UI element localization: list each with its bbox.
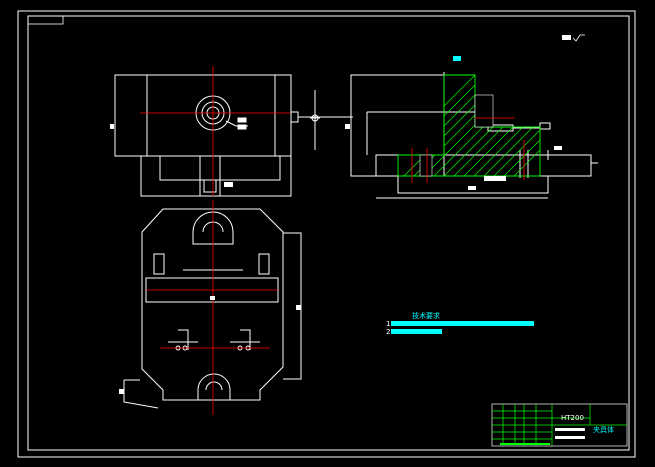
technical-requirements-title: 技术要求 <box>412 311 440 320</box>
top-view-center-tag <box>210 296 215 300</box>
requirement-number-2: 2. <box>386 328 393 336</box>
front-view-tag <box>224 182 233 187</box>
front-view-centerlines <box>140 66 290 196</box>
top-view-centerlines <box>146 200 278 415</box>
top-view-right-tag <box>296 305 301 310</box>
requirement-line-1 <box>391 321 534 326</box>
front-view <box>114 74 353 197</box>
top-left-label-box <box>27 15 64 25</box>
side-view <box>350 72 598 199</box>
side-view-tag-2 <box>468 186 476 190</box>
sheet-outer-border <box>17 10 636 458</box>
side-view-tag-3 <box>554 146 562 150</box>
requirement-line-2 <box>391 329 442 334</box>
front-view-left-tag <box>110 124 114 129</box>
title-block <box>491 403 628 447</box>
requirement-number-1: 1. <box>386 320 393 328</box>
top-view-tag <box>119 389 124 394</box>
side-view-hatch <box>397 74 541 177</box>
title-block-fill-3 <box>500 443 550 445</box>
cyan-marker-top <box>453 56 461 61</box>
side-view-tag <box>484 176 506 181</box>
title-block-drawing-name: 夹具体 <box>593 425 614 434</box>
top-view <box>123 208 302 409</box>
surface-roughness-icon <box>562 34 585 42</box>
sheet-inner-border <box>27 15 630 451</box>
side-view-left-tag <box>345 124 350 129</box>
title-block-material: HT200 <box>561 414 584 422</box>
title-block-fill-2 <box>555 436 585 439</box>
side-view-centerlines <box>411 117 525 183</box>
title-block-fill-1 <box>555 428 585 431</box>
